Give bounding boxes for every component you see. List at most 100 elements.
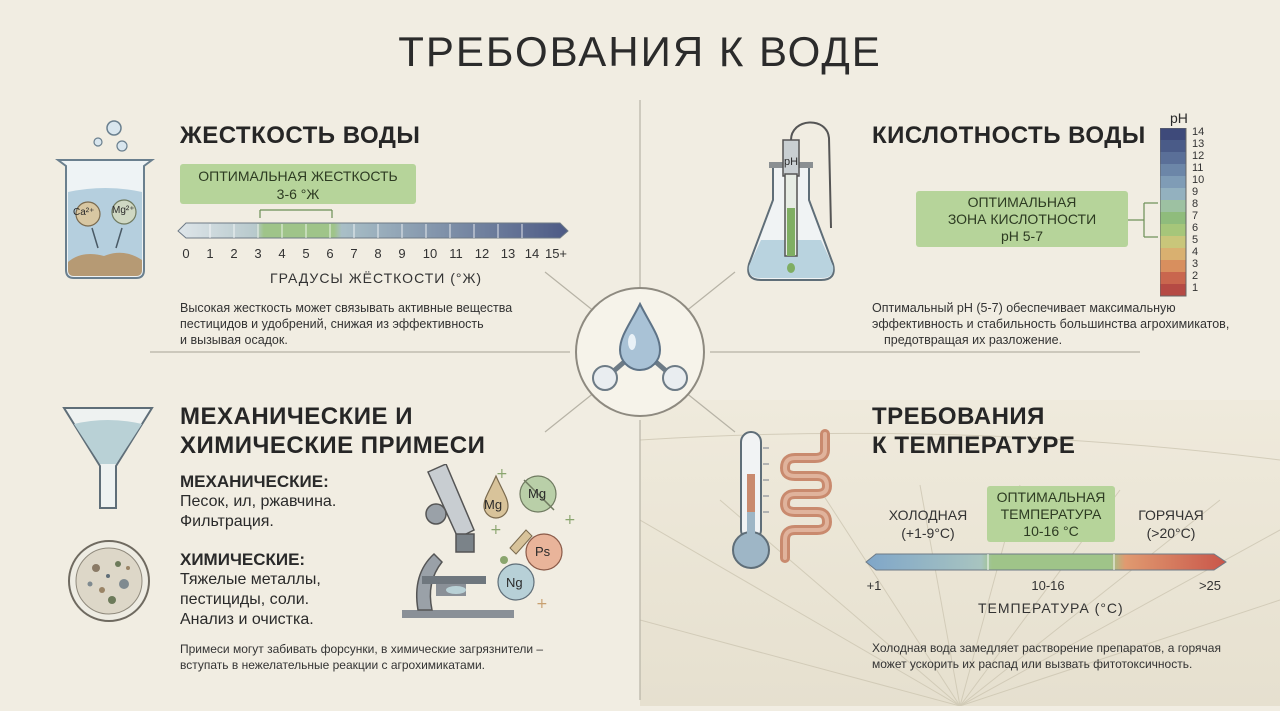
ph-value: 11 (1192, 162, 1204, 174)
hardness-ticks: 0 1 2 3 4 5 6 7 8 9 10 11 12 13 14 15+ (176, 246, 572, 264)
impurities-description-line: вступать в нежелательные реакции с агрох… (180, 658, 485, 672)
ph-value: 12 (1192, 150, 1205, 162)
temperature-heading-line: ТРЕБОВАНИЯ (872, 403, 1045, 430)
hardness-tick: 9 (398, 246, 406, 261)
acidity-heading: КИСЛОТНОСТЬ ВОДЫ (872, 122, 1146, 149)
hardness-axis-label: ГРАДУСЫ ЖЁСТКОСТИ (°Ж) (270, 270, 483, 286)
hardness-optimal-label: ОПТИМАЛЬНАЯ ЖЕСТКОСТЬ (198, 168, 398, 184)
hardness-tick: 8 (374, 246, 382, 261)
chemical-text: пестициды, соли. (180, 591, 310, 608)
impurities-heading-line: ХИМИЧЕСКИЕ ПРИМЕСИ (180, 432, 486, 459)
temperature-optimal-box: ОПТИМАЛЬНАЯ ТЕМПЕРАТУРА 10-16 °C (987, 486, 1115, 542)
chemical-title: ХИМИЧЕСКИЕ: (180, 550, 306, 569)
impurities-heading-line: МЕХАНИЧЕСКИЕ И (180, 403, 413, 430)
hardness-tick: 4 (278, 246, 286, 261)
ph-value: 8 (1192, 198, 1199, 210)
hardness-tick: 13 (500, 246, 516, 261)
cold-label-range: (+1-9°C) (901, 525, 955, 541)
ph-value: 4 (1192, 246, 1199, 258)
water-molecule-icon (572, 284, 708, 425)
temperature-description-line: может ускорить их распад или вызвать фит… (872, 657, 1193, 671)
acidity-description-line: Оптимальный pH (5-7) обеспечивает максим… (872, 301, 1176, 315)
hardness-tick: 0 (182, 246, 190, 261)
microscope-icon (398, 463, 578, 629)
ph-value: 13 (1192, 138, 1205, 150)
svg-text:+: + (490, 522, 502, 538)
beaker-icon (52, 116, 162, 291)
hardness-description-line: Высокая жесткость может связывать активн… (180, 301, 513, 315)
mechanical-text: Песок, ил, ржавчина. (180, 493, 337, 510)
hardness-tick: 1 (206, 246, 214, 261)
hardness-tick: 6 (326, 246, 334, 261)
ph-value: 3 (1192, 258, 1199, 270)
hot-label-title: ГОРЯЧАЯ (1138, 507, 1204, 523)
hardness-tick: 14 (524, 246, 540, 261)
temperature-tick: 10-16 (1031, 578, 1065, 593)
hot-label-range: (>20°C) (1146, 525, 1196, 541)
ph-value: 5 (1192, 234, 1199, 246)
mechanical-title: МЕХАНИЧЕСКИЕ: (180, 472, 329, 491)
bubble-label: Mg (528, 486, 547, 501)
temperature-optimal-value: 10-16 °C (1023, 523, 1079, 539)
ph-value: 2 (1192, 270, 1199, 282)
hardness-optimal-box: ОПТИМАЛЬНАЯ ЖЕСТКОСТЬ 3-6 °Ж (180, 164, 416, 204)
hardness-tick: 5 (302, 246, 310, 261)
chemical-text: Анализ и очистка. (180, 611, 314, 628)
temperature-description: Холодная вода замедляет растворение преп… (872, 640, 1221, 672)
acidity-optimal-line: ЗОНА КИСЛОТНОСТИ (947, 211, 1097, 227)
temperature-heading: ТРЕБОВАНИЯ К ТЕМПЕРАТУРЕ (872, 402, 1075, 460)
ph-scale-numbers: 14 13 12 11 10 9 8 7 6 5 4 3 2 1 (1192, 126, 1222, 298)
hardness-tick: 2 (230, 246, 238, 261)
ph-probe-flask-icon (745, 118, 865, 293)
ph-value: 1 (1192, 282, 1199, 294)
hardness-heading: ЖЕСТКОСТЬ ВОДЫ (180, 122, 421, 149)
acidity-optimal-value: pH 5-7 (1000, 228, 1044, 244)
acidity-optimal-line: ОПТИМАЛЬНАЯ (967, 194, 1077, 210)
impurities-heading: МЕХАНИЧЕСКИЕ И ХИМИЧЕСКИЕ ПРИМЕСИ (180, 402, 485, 460)
funnel-icon (60, 404, 156, 519)
chemical-block: ХИМИЧЕСКИЕ: Тяжелые металлы, пестициды, … (180, 550, 321, 630)
ph-value: 6 (1192, 222, 1199, 234)
acidity-description: Оптимальный pH (5-7) обеспечивает максим… (872, 300, 1229, 348)
temperature-ticks: +1 10-16 >25 (864, 578, 1230, 596)
temperature-optimal-line: ТЕМПЕРАТУРА (1000, 506, 1102, 522)
mechanical-text: Фильтрация. (180, 513, 274, 530)
temperature-optimal-line: ОПТИМАЛЬНАЯ (996, 489, 1106, 505)
temperature-tick: >25 (1198, 578, 1222, 593)
bubble-label: Ng (506, 575, 523, 590)
impurity-bubbles: + + + + (483, 466, 576, 610)
impurities-description: Примеси могут забивать форсунки, в химич… (180, 641, 543, 673)
svg-text:+: + (496, 466, 508, 482)
temperature-description-line: Холодная вода замедляет растворение преп… (872, 641, 1221, 655)
ph-value: 14 (1192, 126, 1205, 138)
hardness-tick: 3 (254, 246, 262, 261)
hardness-tick: 15+ (544, 246, 568, 261)
temperature-tick: +1 (866, 578, 882, 593)
temperature-scale-bar (865, 553, 1227, 571)
temperature-axis-label: ТЕМПЕРАТУРА (°C) (978, 600, 1124, 616)
thermometer-coil-icon (725, 428, 845, 583)
hot-label: ГОРЯЧАЯ (>20°C) (1126, 506, 1216, 542)
acidity-optimal-box: ОПТИМАЛЬНАЯ ЗОНА КИСЛОТНОСТИ pH 5-7 (916, 191, 1128, 247)
ph-value: 7 (1192, 210, 1199, 222)
svg-text:+: + (536, 596, 548, 610)
hardness-description-line: пестицидов и удобрений, снижая из эффект… (180, 317, 484, 331)
ph-scale-label: pH (1170, 110, 1188, 126)
hardness-scale-bar (177, 209, 569, 239)
acidity-description-line: эффективность и стабильность большинства… (872, 317, 1230, 331)
hardness-description: Высокая жесткость может связывать активн… (180, 300, 512, 348)
ion-label-mg: Mg²⁺ (112, 205, 135, 216)
ph-value: 9 (1192, 186, 1199, 198)
acidity-description-line: предотвращая их разложение. (884, 333, 1063, 347)
bubble-label: Mg (484, 497, 503, 512)
bubble-label: Ps (535, 544, 551, 559)
flask-ph-label: pH (784, 156, 799, 168)
page-title: ТРЕБОВАНИЯ К ВОДЕ (398, 28, 882, 75)
temperature-heading-line: К ТЕМПЕРАТУРЕ (872, 432, 1076, 459)
hardness-description-line: и вызывая осадок. (180, 333, 288, 347)
impurities-description-line: Примеси могут забивать форсунки, в химич… (180, 642, 544, 656)
ph-color-scale (1160, 128, 1187, 297)
cold-label: ХОЛОДНАЯ (+1-9°C) (870, 506, 986, 542)
hardness-tick: 12 (474, 246, 490, 261)
